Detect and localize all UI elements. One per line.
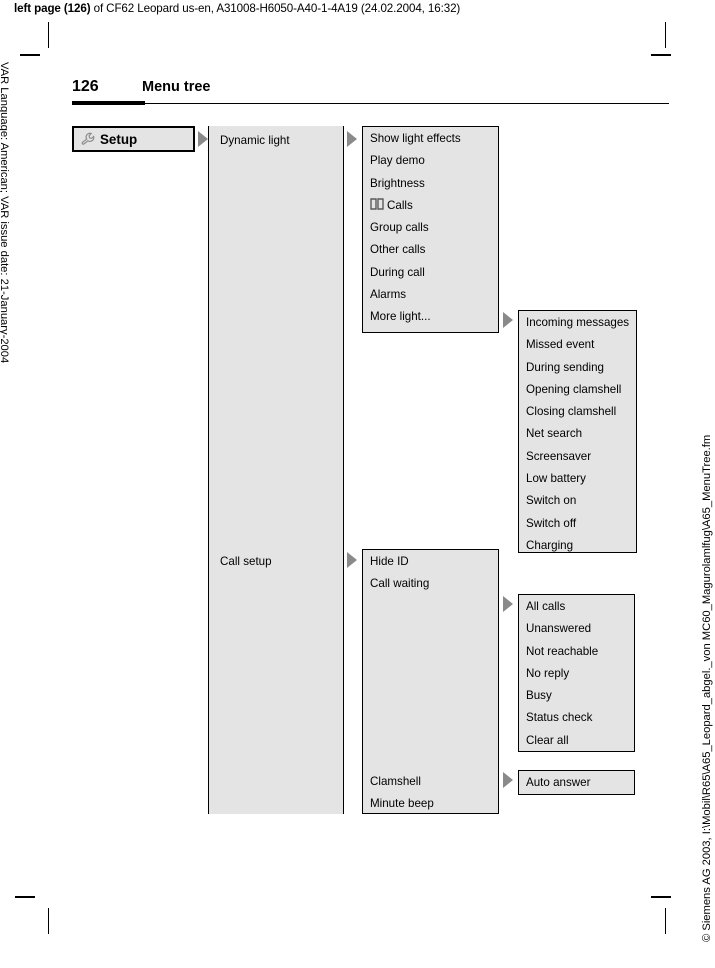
menu-list-dynamic-light: Show light effects Play demo Brightness …	[364, 128, 497, 329]
menu-list-call-setup-top: Hide ID Call waiting	[364, 551, 497, 596]
crop-mark-bottom-right	[665, 908, 666, 934]
menu-item-during-sending[interactable]: During sending	[526, 360, 604, 374]
menu-item-calls-label: Calls	[387, 198, 413, 212]
menu-item-call-setup[interactable]: Call setup	[214, 551, 272, 573]
menu-item-net-search[interactable]: Net search	[526, 427, 583, 441]
menu-item-dynamic-light[interactable]: Dynamic light	[214, 130, 290, 152]
crop-mark-bottom-left	[48, 908, 49, 934]
menu-list-more-light: Incoming messages Missed event During se…	[520, 312, 635, 557]
menu-item-no-reply[interactable]: No reply	[526, 666, 570, 680]
menu-item-dynamic-light-label: Dynamic light	[220, 134, 290, 147]
menu-item-unanswered[interactable]: Unanswered	[526, 622, 592, 636]
menu-item-auto-answer[interactable]: Auto answer	[526, 776, 591, 789]
menu-root-setup-label: Setup	[100, 131, 138, 147]
menu-root-setup[interactable]: Setup	[72, 126, 195, 152]
menu-item-switch-on[interactable]: Switch on	[526, 494, 577, 508]
heading-rule-thick	[72, 101, 145, 105]
crop-mark-left-top	[20, 54, 40, 56]
menu-item-calls[interactable]: Calls	[364, 195, 497, 217]
menu-item-call-setup-label: Call setup	[220, 555, 272, 568]
print-header-rest: of CF62 Leopard us-en, A31008-H6050-A40-…	[90, 2, 461, 15]
menu-item-play-demo[interactable]: Play demo	[370, 154, 425, 168]
menu-column-2-panel	[208, 126, 344, 814]
page-title: Menu tree	[142, 79, 211, 95]
menu-item-status-check[interactable]: Status check	[526, 711, 593, 725]
menu-item-show-light-effects[interactable]: Show light effects	[370, 132, 461, 145]
menu-item-incoming-messages[interactable]: Incoming messages	[526, 316, 630, 329]
menu-item-other-calls[interactable]: Other calls	[370, 243, 426, 257]
crop-mark-right-bottom	[651, 896, 671, 898]
menu-item-charging[interactable]: Charging	[526, 538, 574, 552]
menu-item-missed-event[interactable]: Missed event	[526, 338, 595, 352]
arrow-dynamic-light-to-col3	[347, 131, 357, 147]
wrench-icon	[80, 131, 96, 147]
menu-list-call-setup-bottom: Clamshell Minute beep	[364, 771, 497, 816]
menu-box-dynamic-light-submenu	[362, 126, 499, 333]
menu-item-busy[interactable]: Busy	[526, 689, 552, 703]
crop-mark-top-right	[665, 22, 666, 48]
arrow-call-setup-to-col3	[347, 552, 357, 568]
arrow-call-waiting-to-divert	[503, 596, 513, 612]
menu-box-call-setup-submenu	[362, 549, 499, 814]
menu-item-closing-clamshell[interactable]: Closing clamshell	[526, 405, 617, 419]
arrow-more-light-to-col4	[503, 312, 513, 328]
print-header: left page (126) of CF62 Leopard us-en, A…	[14, 2, 460, 15]
margin-note-left: VAR Language: American; VAR issue date: …	[0, 62, 10, 364]
menu-item-not-reachable[interactable]: Not reachable	[526, 644, 599, 658]
menu-item-brightness[interactable]: Brightness	[370, 176, 425, 190]
menu-item-switch-off[interactable]: Switch off	[526, 516, 577, 530]
crop-mark-left-bottom	[15, 896, 35, 898]
menu-box-more-light-submenu	[518, 310, 637, 553]
menu-box-divert-submenu	[518, 594, 635, 752]
menu-item-hide-id[interactable]: Hide ID	[370, 555, 409, 568]
menu-item-more-light[interactable]: More light...	[370, 310, 431, 324]
print-header-bold: left page (126)	[14, 2, 91, 15]
crop-mark-top-left	[48, 22, 49, 48]
arrow-setup-to-col2	[198, 131, 208, 147]
menu-list-divert: All calls Unanswered Not reachable No re…	[520, 596, 633, 752]
menu-list-clamshell: Auto answer	[520, 772, 633, 794]
menu-item-opening-clamshell[interactable]: Opening clamshell	[526, 382, 622, 396]
menu-box-clamshell-submenu	[518, 770, 635, 795]
crop-mark-right-top	[651, 54, 671, 56]
menu-item-during-call[interactable]: During call	[370, 265, 425, 279]
menu-item-low-battery[interactable]: Low battery	[526, 472, 586, 486]
menu-item-group-calls[interactable]: Group calls	[370, 221, 429, 235]
menu-item-clear-all[interactable]: Clear all	[526, 733, 569, 747]
menu-item-alarms[interactable]: Alarms	[370, 288, 407, 302]
margin-note-right: © Siemens AG 2003, I:\Mobil\R65\A65_Leop…	[701, 434, 713, 942]
menu-item-call-waiting[interactable]: Call waiting	[370, 577, 430, 591]
menu-item-minute-beep[interactable]: Minute beep	[370, 797, 434, 811]
menu-item-all-calls[interactable]: All calls	[526, 600, 566, 613]
phonebook-icon	[370, 196, 384, 210]
heading-rule-thin	[145, 102, 669, 104]
arrow-clamshell-to-auto-answer	[503, 772, 513, 788]
menu-item-clamshell[interactable]: Clamshell	[370, 775, 421, 788]
page-number: 126	[72, 78, 99, 95]
menu-item-screensaver[interactable]: Screensaver	[526, 449, 592, 463]
